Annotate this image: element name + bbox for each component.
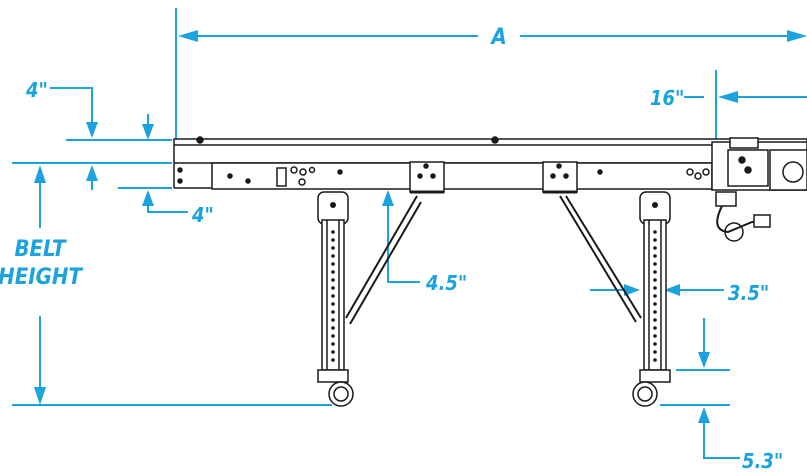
conveyor-frame xyxy=(173,136,807,190)
drive-motor xyxy=(711,137,807,242)
a-arrow-left xyxy=(178,30,198,42)
label-top-offset: 4" xyxy=(25,78,48,102)
leg-width-arrow-left xyxy=(624,284,640,296)
label-bottom-offset: 4" xyxy=(191,203,214,227)
dimension-lines xyxy=(12,8,807,459)
a-arrow-right xyxy=(787,30,807,42)
leg-width-arrow-right xyxy=(664,284,680,296)
label-frame-depth: 4.5" xyxy=(425,271,467,295)
brackets xyxy=(409,161,578,194)
label-caster-height: 5.3" xyxy=(742,449,783,473)
right-leg xyxy=(559,191,671,407)
top-4-leader xyxy=(50,87,93,130)
label-overall-length: A xyxy=(489,25,506,50)
top-4-arrow-down xyxy=(86,122,98,138)
bottom-4-leader xyxy=(147,196,188,213)
frame-depth-leader xyxy=(387,200,420,283)
label-belt-height-2: HEIGHT xyxy=(0,265,83,290)
bottom-4-arrow-up xyxy=(86,165,98,181)
label-drive-offset: 16" xyxy=(650,86,684,110)
top-4-arrow-right xyxy=(142,124,154,140)
belt-height-arrow-top xyxy=(34,165,46,183)
caster-arrow-up xyxy=(698,407,710,423)
label-leg-width: 3.5" xyxy=(728,281,769,305)
label-belt-height-1: BELT xyxy=(14,237,67,262)
leg-hole-pattern xyxy=(330,202,658,362)
belt-height-arrow-bottom xyxy=(34,387,46,405)
left-leg xyxy=(317,191,422,407)
bottom-4-arrow-up-2 xyxy=(142,190,154,206)
caster-arrow-down xyxy=(698,352,710,368)
dimension-labels: A 16" 4" 4" BELT HEIGHT 4.5" 3.5" 5.3" xyxy=(0,25,783,473)
conveyor-linework xyxy=(173,136,807,407)
caster-leader xyxy=(703,414,740,459)
drive-arrow xyxy=(718,91,738,103)
frame-depth-arrow-up xyxy=(382,190,394,206)
